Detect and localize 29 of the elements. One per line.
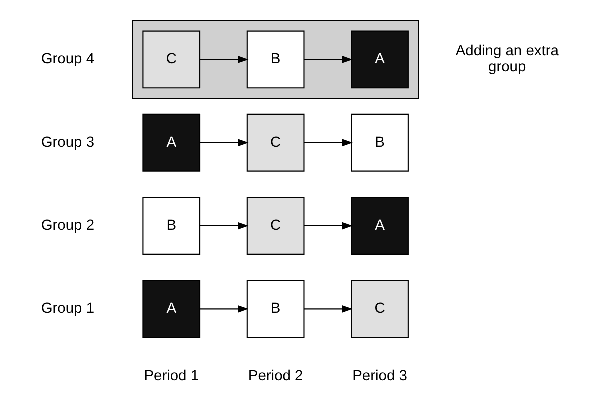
label: Group 3 (40, 134, 94, 151)
label: Group 2 (40, 218, 94, 234)
node-box: A (350, 197, 408, 255)
label: Period 1 (144, 368, 199, 384)
label: Group 4 (40, 52, 94, 68)
node-box: B (142, 197, 200, 255)
node-label: Adding an extra group (455, 44, 558, 76)
node-box: C (142, 30, 200, 89)
node-box: C (246, 114, 304, 172)
node-box: C (350, 280, 408, 338)
arrow (200, 56, 248, 64)
node-box: A (350, 30, 408, 89)
arrow (200, 222, 248, 230)
node-box: B (350, 114, 408, 172)
node-box: A (142, 280, 200, 338)
node-box: B (246, 30, 304, 89)
label: Period 2 (248, 368, 303, 384)
arrow (304, 222, 352, 230)
arrow (200, 139, 248, 147)
node-box: B (246, 280, 304, 338)
arrow (304, 139, 352, 147)
node-box: A (142, 114, 200, 172)
cluster (132, 20, 419, 100)
label: Period 3 (352, 368, 407, 384)
node-box: C (246, 197, 304, 255)
arrow (200, 305, 248, 313)
arrow (304, 56, 352, 64)
label: Group 1 (40, 301, 94, 318)
arrow (304, 305, 352, 313)
